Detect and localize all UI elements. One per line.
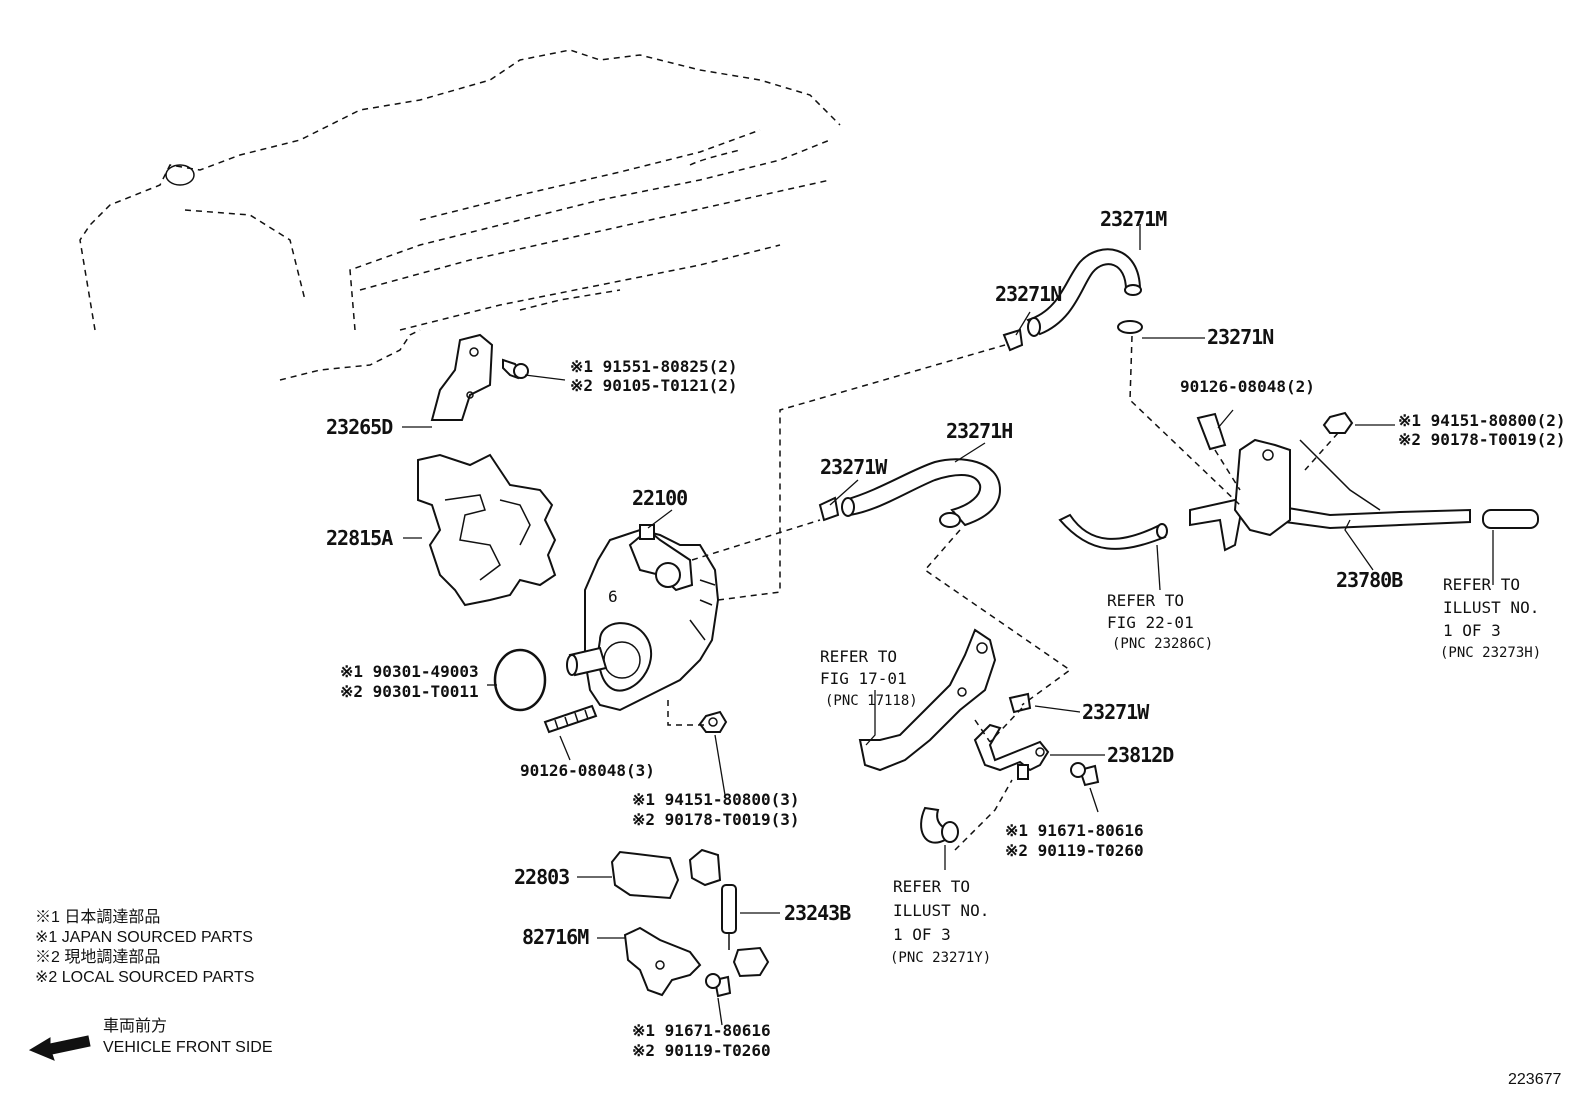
vehicle-front-arrow-icon (28, 1035, 91, 1061)
clamp-icon[interactable] (1002, 328, 1024, 352)
svg-text:1 OF 3: 1 OF 3 (893, 925, 951, 944)
bolt-icon[interactable] (502, 358, 529, 380)
label-23271n: 23271N (995, 282, 1061, 306)
alt-part-number: ※2 90301-T0011 (340, 682, 479, 701)
vehicle-front-jp: 車両前方 (103, 1017, 167, 1035)
cover-22803[interactable] (610, 850, 680, 900)
label-23271h: 23271H (946, 419, 1012, 443)
alt-part-number: ※2 90119-T0260 (1005, 841, 1144, 860)
ref-fig-22-01[interactable]: REFER TO FIG 22-01 (PNC 23286C) (1107, 591, 1213, 652)
bracket-82716m[interactable] (623, 926, 702, 997)
alt-part-number: ※1 94151-80800(3) (632, 790, 800, 809)
alt-part-number: ※1 91671-80616 (632, 1021, 771, 1040)
label-23271w: 23271W (820, 455, 888, 479)
ref-illust-23273h[interactable]: REFER TO ILLUST NO. 1 OF 3 (PNC 23273H) (1440, 575, 1541, 661)
alt-part-number: ※2 90178-T0019(2) (1398, 430, 1566, 449)
bracket-23265d[interactable] (430, 333, 494, 421)
bracket-17118[interactable] (858, 628, 997, 772)
svg-text:REFER TO: REFER TO (1107, 591, 1184, 610)
label-23780b: 23780B (1336, 568, 1403, 592)
label-22815a: 22815A (326, 526, 393, 550)
engine-outline (79, 49, 841, 381)
label-23271n: 23271N (1207, 325, 1273, 349)
label-90126-08048-3: 90126-08048(3) (520, 761, 655, 780)
svg-text:(PNC 23286C): (PNC 23286C) (1112, 636, 1213, 652)
hose-23286c[interactable] (1058, 513, 1168, 550)
cover-22815a[interactable] (417, 453, 557, 607)
alt-part-number: ※1 91671-80616 (1005, 821, 1144, 840)
alt-part-number: ※1 94151-80800(2) (1398, 411, 1566, 430)
pipe-23812d[interactable] (973, 723, 1050, 780)
nut-icon[interactable] (698, 710, 728, 733)
label-22100: 22100 (632, 486, 687, 510)
svg-text:(PNC 23271Y): (PNC 23271Y) (890, 950, 991, 966)
hose-23271y[interactable] (920, 806, 959, 844)
vehicle-front-en: VEHICLE FRONT SIDE (103, 1039, 273, 1056)
alt-part-number: ※2 90119-T0260 (632, 1041, 771, 1060)
clamp-icon[interactable] (1117, 320, 1143, 334)
svg-text:(PNC 17118): (PNC 17118) (825, 693, 918, 709)
svg-text:6: 6 (608, 587, 618, 606)
svg-text:FIG 17-01: FIG 17-01 (820, 669, 907, 688)
hose-23271h[interactable] (841, 458, 1002, 528)
bolt-icon[interactable] (705, 973, 732, 998)
alt-part-number: ※1 90301-49003 (340, 662, 479, 681)
fuel-pump-22100[interactable]: 6 (566, 524, 720, 712)
svg-text:REFER TO: REFER TO (893, 877, 970, 896)
label-23812d: 23812D (1107, 743, 1174, 767)
label-23243b: 23243B (784, 901, 851, 925)
svg-text:(PNC 23273H): (PNC 23273H) (1440, 645, 1541, 661)
bolt-icon[interactable] (1070, 762, 1100, 787)
label-90126-08048-2: 90126-08048(2) (1180, 377, 1315, 396)
svg-text:ILLUST NO.: ILLUST NO. (1443, 598, 1539, 617)
clamp-icon[interactable] (1008, 692, 1032, 714)
label-22803: 22803 (514, 865, 569, 889)
o-ring[interactable] (493, 648, 547, 712)
svg-text:※1 JAPAN SOURCED PARTS: ※1 JAPAN SOURCED PARTS (35, 929, 253, 946)
stud-bolt[interactable] (543, 704, 598, 734)
ref-illust-23271y[interactable]: REFER TO ILLUST NO. 1 OF 3 (PNC 23271Y) (890, 877, 991, 966)
alt-part-number: ※2 90105-T0121(2) (570, 376, 738, 395)
sensor-23243b[interactable] (688, 848, 770, 978)
svg-text:※1 日本調達部品: ※1 日本調達部品 (35, 908, 160, 926)
alt-part-number: ※1 91551-80825(2) (570, 357, 738, 376)
svg-text:REFER TO: REFER TO (820, 647, 897, 666)
label-23271w: 23271W (1082, 700, 1150, 724)
legend: ※1 日本調達部品 ※1 JAPAN SOURCED PARTS ※2 現地調達… (35, 908, 254, 986)
stud-bolt[interactable] (1196, 412, 1227, 451)
label-82716m: 82716M (522, 925, 589, 949)
svg-text:ILLUST NO.: ILLUST NO. (893, 901, 989, 920)
svg-text:1 OF 3: 1 OF 3 (1443, 621, 1501, 640)
label-23271m: 23271M (1100, 207, 1167, 231)
clamp-icon[interactable] (818, 496, 840, 522)
pipe-23780b[interactable] (1189, 438, 1539, 552)
figure-number: 223677 (1508, 1071, 1561, 1088)
connection-lines (691, 335, 1339, 851)
alt-part-number: ※2 90178-T0019(3) (632, 810, 800, 829)
leader-lines (402, 224, 1494, 1026)
hose-23271m[interactable] (1026, 248, 1142, 337)
svg-text:※2 LOCAL SOURCED PARTS: ※2 LOCAL SOURCED PARTS (35, 969, 254, 986)
svg-text:REFER TO: REFER TO (1443, 575, 1520, 594)
svg-text:FIG 22-01: FIG 22-01 (1107, 613, 1194, 632)
label-23265d: 23265D (326, 415, 393, 439)
nut-icon[interactable] (1322, 411, 1354, 434)
svg-text:※2 現地調達部品: ※2 現地調達部品 (35, 948, 160, 966)
ref-fig-17-01[interactable]: REFER TO FIG 17-01 (PNC 17118) (820, 647, 918, 709)
